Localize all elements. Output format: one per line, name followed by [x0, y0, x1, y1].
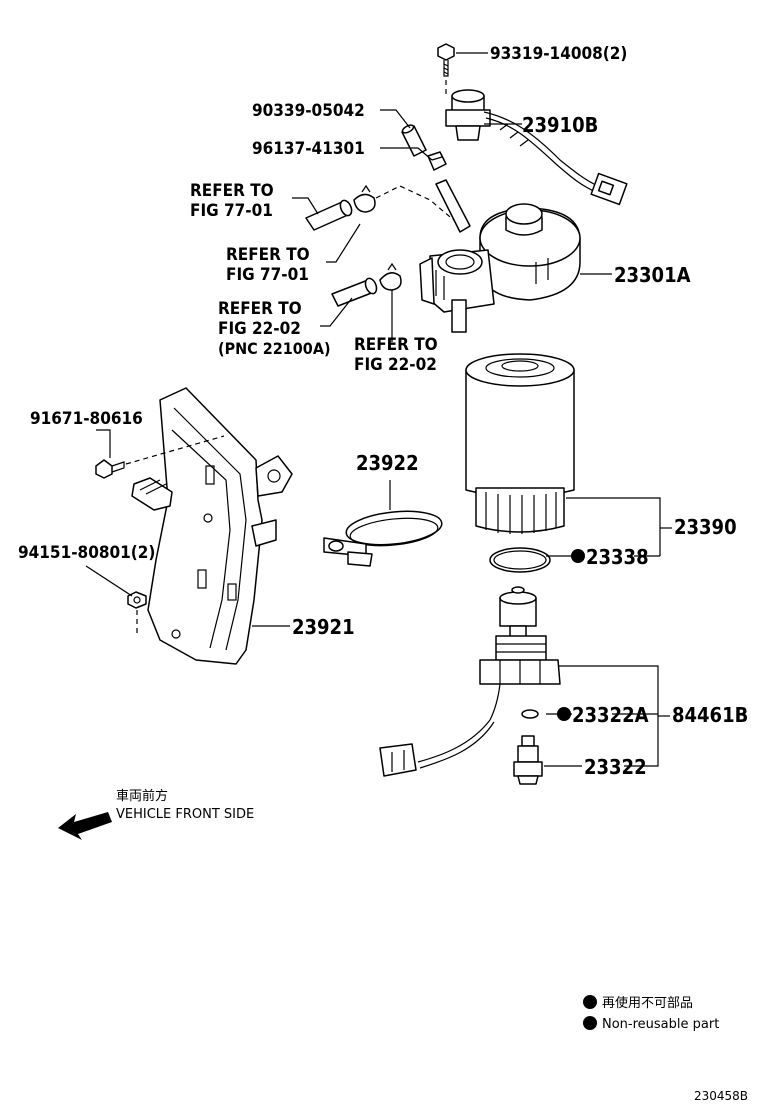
- label-23921: 23921: [292, 615, 355, 639]
- non-reusable-bullet-23338: [571, 549, 585, 563]
- label-23390: 23390: [674, 515, 737, 539]
- label-refer-to-4: REFER TO: [354, 335, 438, 355]
- band-23922: [323, 510, 443, 567]
- label-refer-to-1: REFER TO: [190, 181, 274, 201]
- figure-code: 230458B: [694, 1089, 748, 1103]
- label-23922: 23922: [356, 451, 419, 475]
- nut-94151: [127, 591, 147, 636]
- vehicle-front-label-en: VEHICLE FRONT SIDE: [116, 807, 254, 822]
- clip-96137: [427, 151, 447, 171]
- label-93319-14008: 93319-14008(2): [490, 44, 627, 64]
- filter-element-23390: [465, 353, 575, 534]
- label-fig-22-02-1: FIG 22-02: [218, 319, 301, 339]
- legend-bullet-2: [583, 1016, 597, 1030]
- label-23322: 23322: [584, 755, 647, 779]
- label-pnc-22100A: (PNC 22100A): [218, 339, 331, 358]
- vehicle-front-label-jp: 車両前方: [116, 788, 168, 804]
- label-23910B: 23910B: [522, 113, 598, 137]
- non-reusable-bullet-23322A: [557, 707, 571, 721]
- filter-head-23301A: [419, 179, 581, 333]
- legend-label-jp: 再使用不可部品: [602, 995, 693, 1011]
- bolt-93319: [437, 43, 455, 96]
- sensor-84461B: [379, 586, 561, 777]
- switch-23322: [513, 735, 543, 785]
- label-94151-80801: 94151-80801(2): [18, 543, 155, 563]
- label-96137-41301: 96137-41301: [252, 139, 365, 159]
- label-fig-77-01-2: FIG 77-01: [226, 265, 309, 285]
- leader-lines: [85, 52, 672, 767]
- label-fig-77-01-1: FIG 77-01: [190, 201, 273, 221]
- legend-label-en: Non-reusable part: [602, 1017, 719, 1032]
- legend: 再使用不可部品 Non-reusable part: [583, 995, 719, 1032]
- callout-labels: 93319-14008(2) 23910B 90339-05042 96137-…: [18, 44, 748, 779]
- hose-fig22: [331, 262, 402, 307]
- o-ring-23338: [489, 547, 551, 573]
- label-90339-05042: 90339-05042: [252, 101, 365, 121]
- legend-bullet-1: [583, 995, 597, 1009]
- label-23338: 23338: [586, 545, 649, 569]
- label-refer-to-3: REFER TO: [218, 299, 302, 319]
- label-84461B: 84461B: [672, 703, 748, 727]
- bracket-23921: [131, 387, 293, 665]
- label-refer-to-2: REFER TO: [226, 245, 310, 265]
- sensor-23910B: [445, 89, 628, 206]
- hose-fig77: [305, 184, 457, 231]
- vehicle-front-arrow: [58, 812, 112, 840]
- label-fig-22-02-2: FIG 22-02: [354, 355, 437, 375]
- label-91671-80616: 91671-80616: [30, 409, 143, 429]
- label-23322A: 23322A: [572, 703, 649, 727]
- o-ring-23322A: [521, 709, 539, 719]
- bolt-91671: [95, 435, 225, 479]
- label-23301A: 23301A: [614, 263, 691, 287]
